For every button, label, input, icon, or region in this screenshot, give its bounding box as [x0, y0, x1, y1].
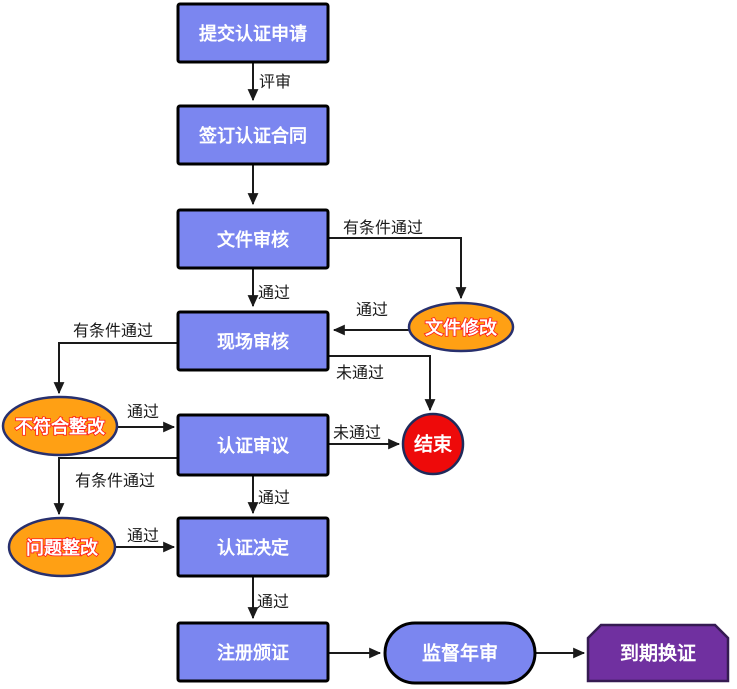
node-end: 结束: [401, 412, 465, 476]
node-onsite-audit: 现场审核: [176, 310, 330, 372]
node-doc-review-box: [176, 208, 330, 270]
edge-label-fail-onsite: 未通过: [336, 364, 384, 382]
node-nonconformity-label: 不符合整改: [15, 416, 106, 437]
edge-label-conditional-pass-onsite: 有条件通过: [73, 322, 153, 340]
node-doc-modify: 文件修改: [407, 301, 515, 353]
node-deliberation: 认证审议: [176, 413, 330, 477]
edges: [53, 62, 586, 659]
edge-label-pass-docreview: 通过: [258, 284, 290, 302]
node-doc-modify-ellipse: [407, 301, 515, 353]
node-annual-review-shape: [383, 621, 537, 685]
node-annual-review: 监督年审: [383, 621, 537, 685]
node-register-box: [176, 621, 330, 683]
edge-label-pass-docmodify: 通过: [356, 301, 388, 319]
edge-label-pass-problem: 通过: [127, 527, 159, 545]
node-submit-box: [176, 2, 330, 64]
node-submit: 提交认证申请: [176, 2, 330, 64]
node-nonconformity-rectification: 不符合整改: [1, 395, 119, 457]
node-doc-review: 文件审核: [176, 208, 330, 270]
node-onsite-audit-box: [176, 310, 330, 372]
node-submit-label: 提交认证申请: [199, 23, 307, 44]
edge-label-conditional-pass-docreview: 有条件通过: [343, 219, 423, 237]
node-decision: 认证决定: [176, 516, 330, 578]
edge-labels: 评审 通过 有条件通过 通过 有条件通过 通过 未通过 未通过 通过 有条件通过…: [73, 73, 423, 611]
node-contract-label: 签订认证合同: [198, 125, 307, 146]
edge-label-fail-deliberation: 未通过: [333, 424, 381, 442]
node-renewal-shape: [586, 623, 730, 683]
node-nonconformity-ellipse: [1, 395, 119, 457]
node-doc-review-label: 文件审核: [217, 229, 289, 250]
edge-onsite-end: [328, 355, 436, 412]
node-contract-box: [176, 104, 330, 166]
node-contract: 签订认证合同: [176, 104, 330, 166]
node-end-label: 结束: [414, 433, 453, 456]
node-annual-review-label: 监督年审: [422, 642, 498, 665]
node-problem-label: 问题整改: [26, 537, 99, 558]
edge-docreview-docmodify: [328, 237, 467, 300]
edge-label-review: 评审: [259, 73, 291, 91]
node-register-label: 注册颁证: [217, 642, 289, 663]
edge-label-pass-decision: 通过: [257, 593, 289, 611]
node-end-circle: [401, 412, 465, 476]
node-problem-ellipse: [7, 516, 117, 578]
edge-deliberation-problem: [53, 457, 178, 516]
node-doc-modify-label: 文件修改: [425, 317, 498, 338]
node-register: 注册颁证: [176, 621, 330, 683]
node-decision-label: 认证决定: [217, 537, 289, 558]
edge-label-conditional-pass-deliberation: 有条件通过: [75, 472, 155, 490]
node-onsite-audit-label: 现场审核: [217, 331, 289, 352]
edge-label-pass-deliberation: 通过: [258, 489, 290, 507]
node-renewal: 到期换证: [586, 623, 730, 683]
node-deliberation-box: [176, 413, 330, 477]
node-problem-rectification: 问题整改: [7, 516, 117, 578]
node-renewal-label: 到期换证: [620, 642, 696, 665]
node-decision-box: [176, 516, 330, 578]
edge-onsite-nonconformity: [53, 342, 178, 395]
node-deliberation-label: 认证审议: [217, 435, 290, 456]
edge-label-pass-nonconformity: 通过: [127, 403, 159, 421]
